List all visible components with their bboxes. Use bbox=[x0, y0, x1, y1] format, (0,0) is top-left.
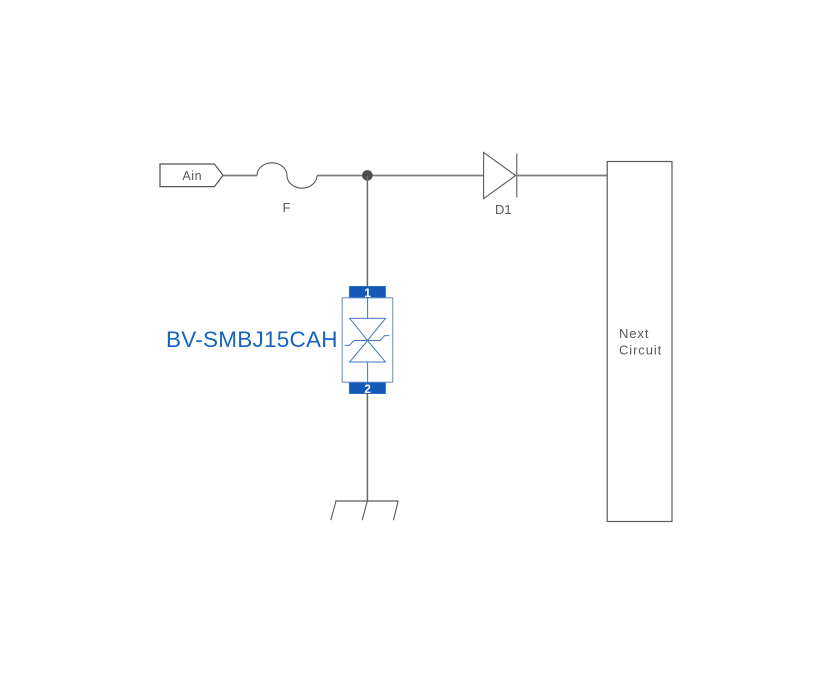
svg-text:Next: Next bbox=[619, 326, 649, 341]
svg-text:F: F bbox=[283, 200, 291, 215]
svg-text:2: 2 bbox=[364, 382, 371, 396]
svg-text:D1: D1 bbox=[495, 202, 512, 217]
svg-text:BV-SMBJ15CAH: BV-SMBJ15CAH bbox=[166, 327, 338, 352]
svg-text:1: 1 bbox=[364, 286, 371, 300]
svg-text:Ain: Ain bbox=[182, 169, 202, 183]
svg-text:Circuit: Circuit bbox=[619, 343, 662, 358]
